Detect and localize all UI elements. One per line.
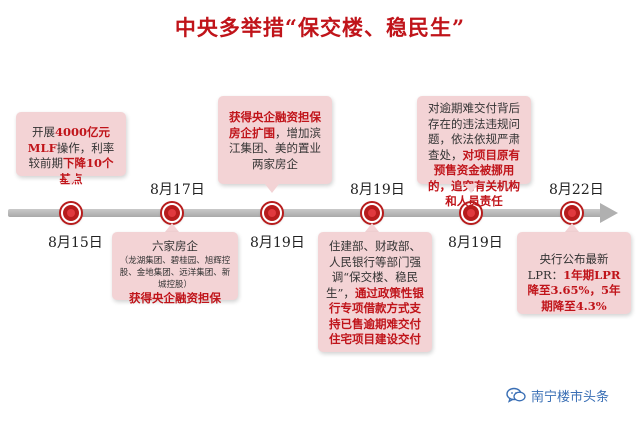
timeline-axis [8,209,604,217]
event-date-6: 8月22日 [549,182,604,198]
timeline-node-6 [562,203,582,223]
watermark-text: 南宁楼市头条 [531,389,610,405]
event-card-1-text-a: 开展 [31,125,55,139]
event-card-4-text: 住建部、财政部、人民银行等部门强调“保交楼、稳民生”， [326,239,421,300]
event-card-3-highlight: 获得央企融资担保房企扩围 [229,110,321,140]
event-card-2-pointer [165,223,179,232]
event-card-1-highlight-a: 4000亿元MLF [27,125,110,155]
page-title: 中央多举措“保交楼、稳民生” [174,15,466,40]
event-card-6-text: 央行公布最新LPR： [527,252,609,282]
event-date-4: 8月19日 [350,182,405,198]
event-date-1: 8月15日 [48,235,103,251]
timeline-node-2 [162,203,182,223]
wechat-icon [506,387,526,403]
event-card-3: 获得央企融资担保房企扩围，增加滨江集团、美的置业两家房企 [218,96,332,184]
event-card-5-text: 对逾期难交付背后存在的违法违规问题，依法依规严肃查处， [428,101,520,162]
timeline-node-5 [461,203,481,223]
event-card-1-pointer [64,176,78,185]
event-card-6: 央行公布最新LPR：1年期LPR降至3.65%，5年期降至4.3% [517,232,631,314]
event-card-1-text-b: 操作，利率较前期 [28,140,115,171]
event-date-2: 8月17日 [150,182,205,198]
event-date-3: 8月19日 [250,235,305,251]
event-card-3-text: ，增加滨江集团、美的置业两家房企 [229,125,321,171]
event-card-3-pointer [265,184,279,193]
event-card-4-highlight: 通过政策性银行专项借款方式支持已售逾期难交付住宅项目建设交付 [329,285,424,347]
event-card-6-highlight: 1年期LPR降至3.65%，5年期降至4.3% [527,267,621,313]
timeline-node-4 [362,203,382,223]
event-date-5: 8月19日 [448,235,503,251]
timeline-node-3 [262,203,282,223]
source-watermark: 南宁楼市头条 [506,384,609,406]
event-card-4: 住建部、财政部、人民银行等部门强调“保交楼、稳民生”，通过政策性银行专项借款方式… [318,232,432,352]
timeline-arrowhead [600,203,618,223]
event-card-2-highlight: 获得央企融资担保 [129,290,221,305]
event-card-1: 开展4000亿元MLF操作，利率较前期下降10个基点 [16,112,126,186]
timeline-node-1 [61,203,81,223]
event-card-5: 对逾期难交付背后存在的违法违规问题，依法依规严肃查处，对项目原有预售资金被挪用的… [417,96,531,208]
event-card-6-pointer [565,223,579,232]
event-card-2: 六家房企 （龙湖集团、碧桂园、旭辉控股、金地集团、远洋集团、新城控股） 获得央企… [112,232,238,305]
event-card-2-text: 六家房企 [152,239,198,253]
event-card-2-company-list: （龙湖集团、碧桂园、旭辉控股、金地集团、远洋集团、新城控股） [119,255,231,290]
event-card-5-pointer [464,184,478,193]
event-card-4-pointer [365,223,379,232]
